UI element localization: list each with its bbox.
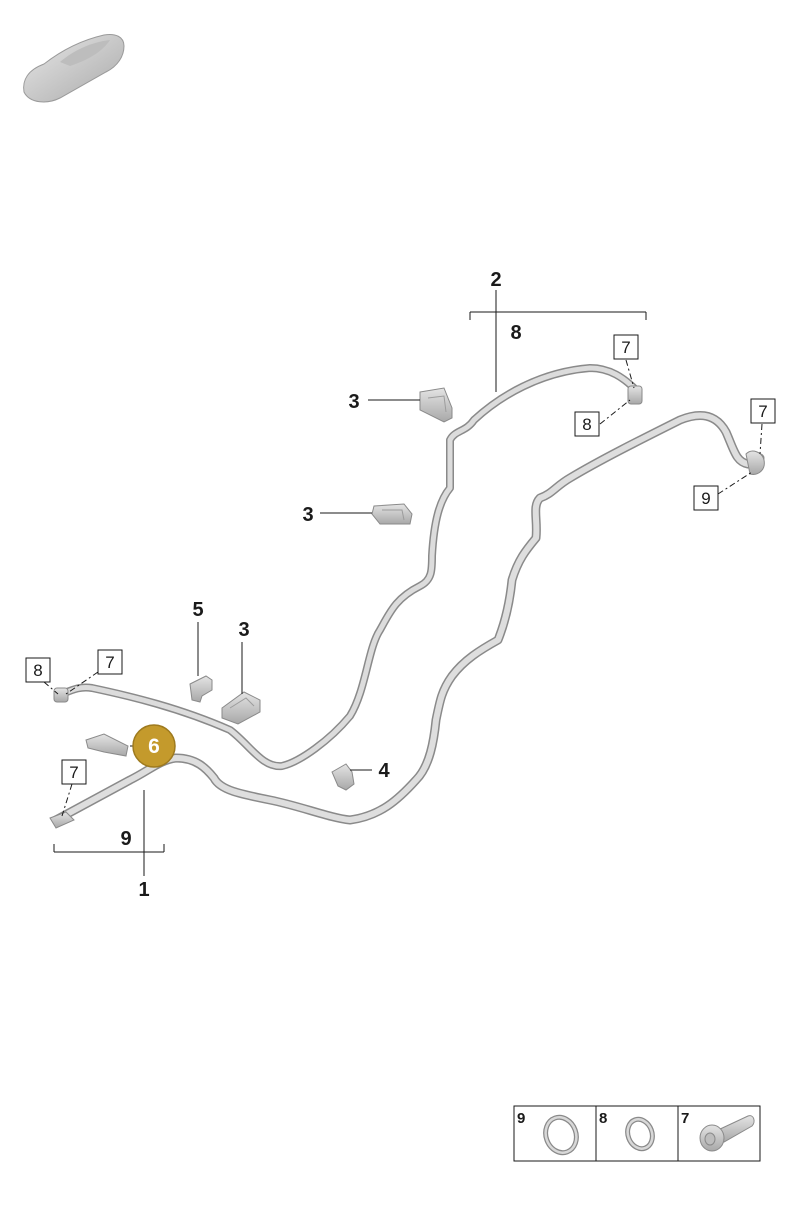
refrigerant-line-upper[interactable] xyxy=(58,364,640,771)
fitting-upper-right xyxy=(627,385,643,405)
svg-text:9: 9 xyxy=(701,489,710,508)
o-ring-icon xyxy=(543,1114,579,1156)
callout-4[interactable]: 4 xyxy=(378,760,390,782)
callout-9-bottom[interactable]: 9 xyxy=(120,828,131,850)
leader-lines xyxy=(53,290,647,876)
dash-leaders xyxy=(43,359,763,817)
legend-item-7[interactable]: 7 xyxy=(681,1110,755,1152)
legend-item-9[interactable]: 9 xyxy=(517,1110,581,1157)
bracket-4[interactable] xyxy=(331,763,355,791)
callout-1[interactable]: 1 xyxy=(138,879,149,901)
boxed-ref-8-left[interactable]: 8 xyxy=(25,657,51,683)
refrigerant-line-lower[interactable] xyxy=(51,411,765,825)
svg-text:8: 8 xyxy=(599,1110,607,1127)
holder-3-lower[interactable] xyxy=(221,691,261,725)
o-ring-icon xyxy=(625,1116,655,1152)
callout-6-label: 6 xyxy=(148,735,160,758)
car-silhouette-icon xyxy=(23,34,125,103)
clip-6[interactable] xyxy=(85,733,129,757)
small-parts-legend: 9 8 7 xyxy=(513,1105,761,1162)
callout-8-top[interactable]: 8 xyxy=(510,322,521,344)
legend-item-8[interactable]: 8 xyxy=(599,1110,656,1152)
holder-3-middle[interactable] xyxy=(371,503,413,525)
fitting-left xyxy=(53,687,69,703)
boxed-ref-7-right[interactable]: 7 xyxy=(750,398,776,424)
boxed-ref-9-right[interactable]: 9 xyxy=(693,485,719,511)
bracket-5[interactable] xyxy=(189,675,213,703)
svg-text:7: 7 xyxy=(105,653,114,672)
boxed-ref-7-left[interactable]: 7 xyxy=(97,649,123,675)
svg-text:7: 7 xyxy=(69,763,78,782)
svg-text:9: 9 xyxy=(517,1110,525,1127)
callout-3-lower[interactable]: 3 xyxy=(238,619,249,641)
callout-5[interactable]: 5 xyxy=(192,599,203,621)
callout-3-top[interactable]: 3 xyxy=(348,391,359,413)
boxed-ref-7-bottom[interactable]: 7 xyxy=(61,759,87,785)
callout-3-middle[interactable]: 3 xyxy=(302,504,313,526)
fitting-lower-right xyxy=(745,450,765,475)
bolt-icon xyxy=(699,1115,755,1152)
boxed-ref-7-top[interactable]: 7 xyxy=(613,334,639,360)
holder-3-top[interactable] xyxy=(419,387,453,423)
svg-text:8: 8 xyxy=(582,415,591,434)
boxed-ref-8-top[interactable]: 8 xyxy=(574,411,600,437)
svg-text:7: 7 xyxy=(758,402,767,421)
fitting-bottom-left xyxy=(49,811,75,829)
callout-2[interactable]: 2 xyxy=(490,269,501,291)
svg-text:7: 7 xyxy=(621,338,630,357)
svg-text:8: 8 xyxy=(33,661,42,680)
svg-text:7: 7 xyxy=(681,1110,689,1127)
callout-6-highlighted[interactable]: 6 xyxy=(132,724,176,768)
